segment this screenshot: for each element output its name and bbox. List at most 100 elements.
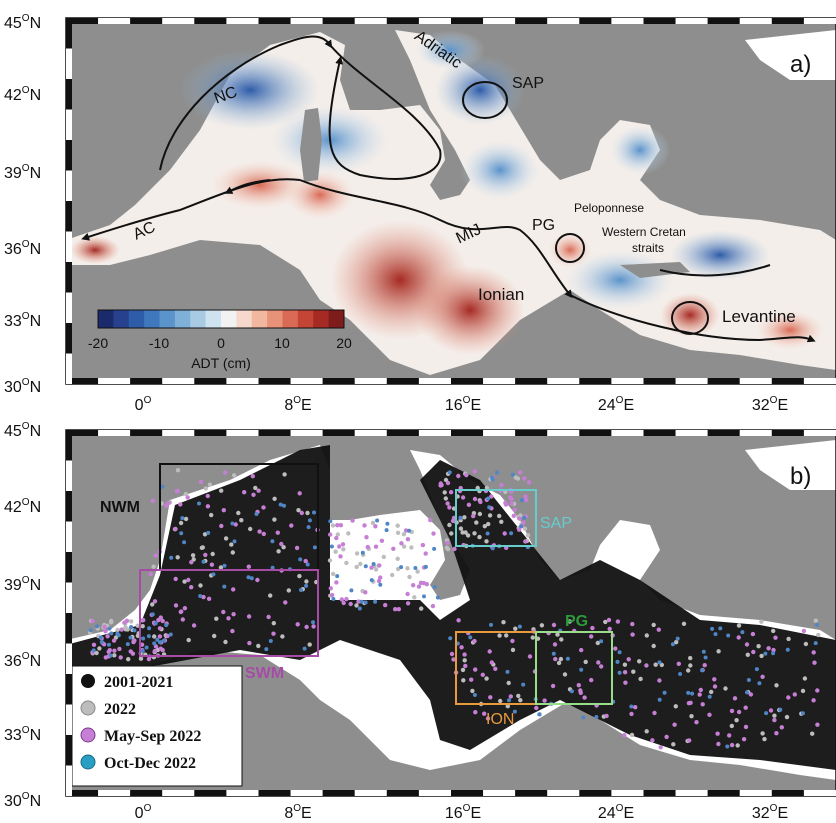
drifter-point — [233, 522, 238, 527]
drifter-point — [164, 623, 169, 628]
drifter-point — [403, 528, 409, 533]
drifter-point — [553, 656, 558, 662]
drifter-point — [346, 531, 351, 536]
drifter-point — [247, 640, 252, 646]
frame-tick-bar — [98, 430, 131, 436]
drifter-point — [490, 546, 495, 551]
drifter-point — [505, 669, 510, 674]
y-tick-label: 39ON — [4, 163, 41, 182]
y-tick-label: 42ON — [4, 85, 41, 104]
drifter-point — [447, 505, 452, 510]
drifter-point — [522, 476, 527, 481]
drifter-point — [341, 547, 346, 552]
panel-b: NWM SWM SAP ION PG b) 2001-2021 2022 May… — [65, 429, 836, 797]
frame-tick-bar — [515, 430, 548, 436]
drifter-point — [486, 521, 491, 527]
drifter-point — [378, 582, 383, 587]
drifter-point — [203, 486, 208, 491]
drifter-point — [468, 635, 473, 640]
colorbar-swatch — [159, 310, 176, 328]
drifter-point — [230, 550, 235, 555]
frame-tick-bar — [675, 378, 708, 384]
drifter-point — [379, 538, 385, 543]
drifter-point — [622, 662, 628, 667]
drifter-point — [344, 596, 349, 602]
drifter-point — [707, 694, 712, 699]
drifter-point — [463, 663, 468, 669]
drifter-point — [507, 698, 511, 703]
eddy-sap — [462, 81, 508, 119]
box-label-pg: PG — [565, 613, 588, 630]
drifter-point — [373, 599, 378, 604]
eddy-lev — [671, 301, 709, 335]
drifter-point — [423, 564, 428, 569]
drifter-point — [376, 578, 382, 584]
drifter-point — [486, 496, 491, 501]
drifter-point — [656, 627, 661, 632]
drifter-point — [197, 501, 201, 506]
drifter-point — [607, 626, 612, 632]
drifter-point — [165, 633, 170, 639]
drifter-point — [703, 655, 708, 660]
drifter-point — [774, 683, 779, 688]
drifter-point — [766, 646, 771, 651]
drifter-point — [221, 609, 226, 615]
drifter-point — [349, 588, 354, 593]
frame-tick-bar — [707, 790, 740, 796]
colorbar-swatch — [190, 310, 207, 328]
drifter-point — [115, 631, 120, 636]
drifter-point — [391, 546, 396, 551]
drifter-point — [302, 646, 307, 651]
drifter-point — [773, 635, 778, 640]
frame-tick-bar — [226, 430, 259, 436]
frame-tick-bar — [130, 18, 163, 24]
drifter-point — [759, 619, 764, 624]
frame-tick-bar — [66, 48, 72, 79]
frame-tick-bar — [643, 790, 676, 796]
drifter-point — [280, 634, 285, 639]
drifter-point — [395, 566, 401, 572]
y-tick-label: 36ON — [4, 651, 41, 670]
drifter-point — [246, 564, 251, 569]
drifter-point — [462, 652, 467, 657]
drifter-point — [198, 479, 204, 485]
current-lev — [569, 294, 816, 343]
adt-blob — [460, 140, 540, 200]
y-tick-label: 42ON — [4, 497, 41, 516]
drifter-point — [179, 531, 184, 536]
drifter-point — [504, 633, 509, 638]
x-tick-label: 8OE — [284, 803, 311, 822]
drifter-point — [771, 647, 776, 653]
drifter-point — [256, 488, 261, 493]
frame-tick-bar — [354, 430, 387, 436]
drifter-point — [182, 579, 187, 584]
drifter-point — [447, 470, 452, 475]
drifter-point — [144, 645, 149, 650]
panel-b-label: b) — [790, 463, 811, 490]
drifter-point — [420, 542, 426, 548]
frame-tick-bar — [322, 790, 355, 796]
drifter-point — [338, 554, 343, 559]
frame-tick-bar — [739, 378, 772, 384]
frame-tick-bar — [194, 378, 227, 384]
drifter-point — [264, 647, 269, 652]
frame-tick-bar — [290, 430, 323, 436]
drifter-point — [232, 539, 237, 544]
drifter-point — [813, 641, 818, 646]
drifter-point — [117, 646, 122, 652]
drifter-point — [253, 485, 258, 491]
box-label-swm: SWM — [245, 665, 284, 682]
drifter-point — [307, 518, 312, 523]
drifter-point — [675, 636, 680, 641]
drifter-point — [729, 723, 734, 729]
frame-tick-bar — [66, 18, 99, 24]
y-tick-label: 30ON — [4, 791, 41, 810]
drifter-point — [150, 498, 155, 503]
drifter-point — [276, 549, 281, 554]
drifter-point — [709, 689, 714, 695]
drifter-point — [522, 526, 528, 531]
drifter-point — [590, 625, 595, 631]
drifter-point — [498, 698, 503, 704]
drifter-point — [175, 468, 181, 473]
